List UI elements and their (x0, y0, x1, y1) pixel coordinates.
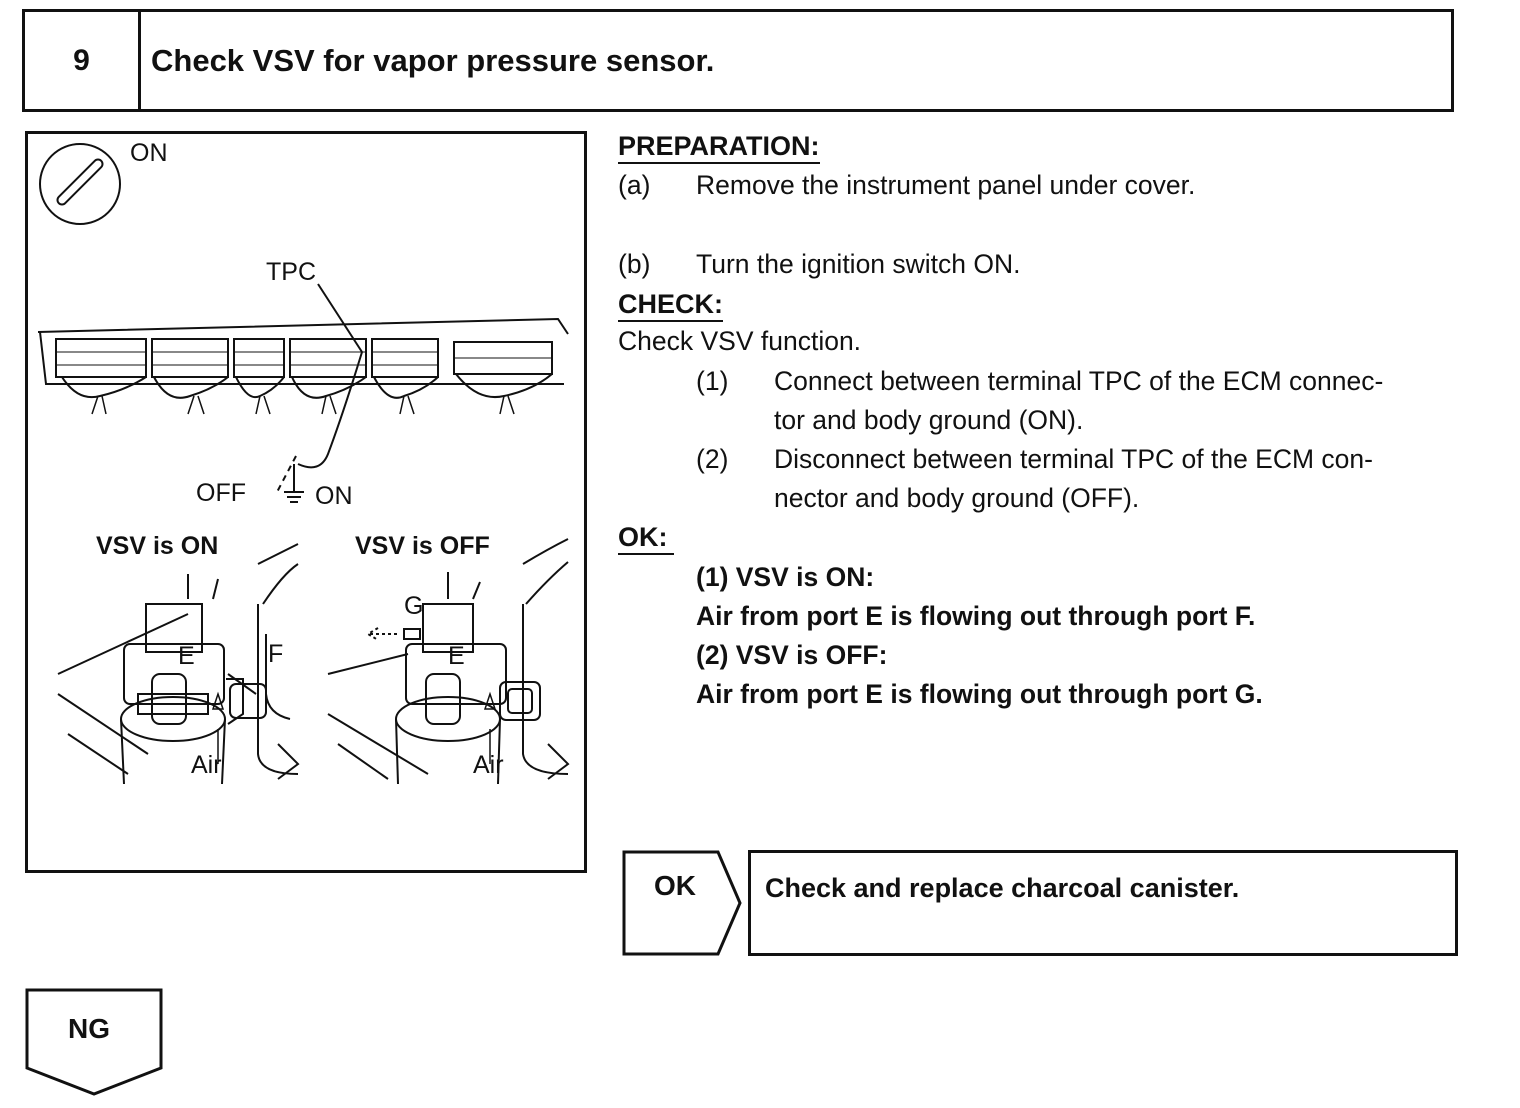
ok-result-box: Check and replace charcoal canister. (748, 850, 1458, 956)
prep-step-a-text: Remove the instrument panel under cover. (696, 170, 1196, 200)
air-right-label: Air (473, 751, 504, 779)
port-e-right-label: E (448, 642, 465, 670)
ok-result-label: OK (654, 870, 696, 901)
prep-step-a-index: (a) (618, 170, 651, 200)
vsv-off-caption: VSV is OFF (355, 532, 490, 560)
check-heading: CHECK: (618, 288, 723, 322)
ecm-vsv-illustration (37, 143, 570, 785)
port-e-left-label: E (178, 642, 195, 670)
vsv-off-sketch (327, 538, 570, 785)
vsv-on-sketch (57, 543, 300, 785)
ignition-on-label: ON (130, 139, 168, 167)
ok-heading: OK: (618, 521, 674, 555)
ok-line-1: (1) VSV is ON: (696, 562, 875, 592)
off-label: OFF (196, 479, 246, 507)
ng-result-label: NG (68, 1013, 110, 1044)
step-number: 9 (25, 12, 141, 109)
check-item-1-line2: tor and body ground (ON). (774, 405, 1084, 435)
ignition-key-icon (39, 143, 121, 225)
ok-line-3: (2) VSV is OFF: (696, 640, 888, 670)
check-item-2-line1: Disconnect between terminal TPC of the E… (774, 444, 1373, 474)
preparation-heading: PREPARATION: (618, 130, 820, 164)
illustration-panel: ON TPC OFF ON VSV is ON VSV is OFF E F G… (25, 131, 587, 873)
check-item-1-line1: Connect between terminal TPC of the ECM … (774, 366, 1384, 396)
ok-line-2: Air from port E is flowing out through p… (696, 601, 1256, 631)
tpc-ground-wire (275, 283, 363, 503)
tpc-label: TPC (266, 258, 316, 286)
port-f-label: F (268, 640, 284, 668)
port-g-label: G (404, 592, 424, 620)
ng-result-arrow: NG (25, 988, 165, 1098)
ecm-connector-icon (37, 317, 569, 415)
check-intro: Check VSV function. (618, 326, 862, 356)
ok-line-4: Air from port E is flowing out through p… (696, 679, 1263, 709)
prep-step-b-index: (b) (618, 249, 651, 279)
check-item-1-index: (1) (696, 366, 729, 396)
air-left-label: Air (191, 751, 222, 779)
check-item-2-line2: nector and body ground (OFF). (774, 483, 1140, 513)
ok-result-action: Check and replace charcoal canister. (765, 873, 1240, 903)
step-header: 9 Check VSV for vapor pressure sensor. (22, 9, 1454, 112)
ground-on-label: ON (315, 482, 353, 510)
step-title: Check VSV for vapor pressure sensor. (151, 42, 715, 78)
check-item-2-index: (2) (696, 444, 729, 474)
vsv-on-caption: VSV is ON (96, 532, 219, 560)
ok-result-arrow: OK (622, 850, 742, 956)
prep-step-b-text: Turn the ignition switch ON. (696, 249, 1021, 279)
